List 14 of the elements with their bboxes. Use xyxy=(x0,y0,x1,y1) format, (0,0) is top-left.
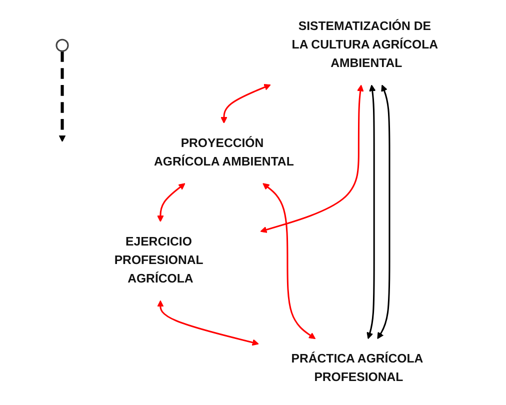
arrow xyxy=(59,51,66,142)
arrow xyxy=(157,183,186,222)
arrow xyxy=(262,183,316,340)
node-text: SISTEMATIZACIÓN DE LA CULTURA AGRÍCOLA AMBIENTAL xyxy=(292,20,438,70)
arrow xyxy=(220,84,271,124)
arrow xyxy=(157,300,260,346)
node-picture xyxy=(56,38,69,52)
arrow xyxy=(377,84,390,340)
concept-diagram: SISTEMATIZACIÓN DE LA CULTURA AGRÍCOLA AMBIENTAL PROYECCIÓN AGRÍCOLA AMBIENTAL EJERCICIO PROFESIONAL AGRÍCOLA PRÁCTICA AGRÍCOLA PROFESIONAL xyxy=(33,0,473,405)
node-text: PRÁCTICA AGRÍCOLA PROFESIONAL xyxy=(291,352,423,384)
arrow xyxy=(260,84,364,233)
arrow xyxy=(366,84,376,340)
node-text: PROYECCIÓN AGRÍCOLA AMBIENTAL xyxy=(154,137,294,169)
node-text: EJERCICIO PROFESIONAL AGRÍCOLA xyxy=(114,236,204,286)
